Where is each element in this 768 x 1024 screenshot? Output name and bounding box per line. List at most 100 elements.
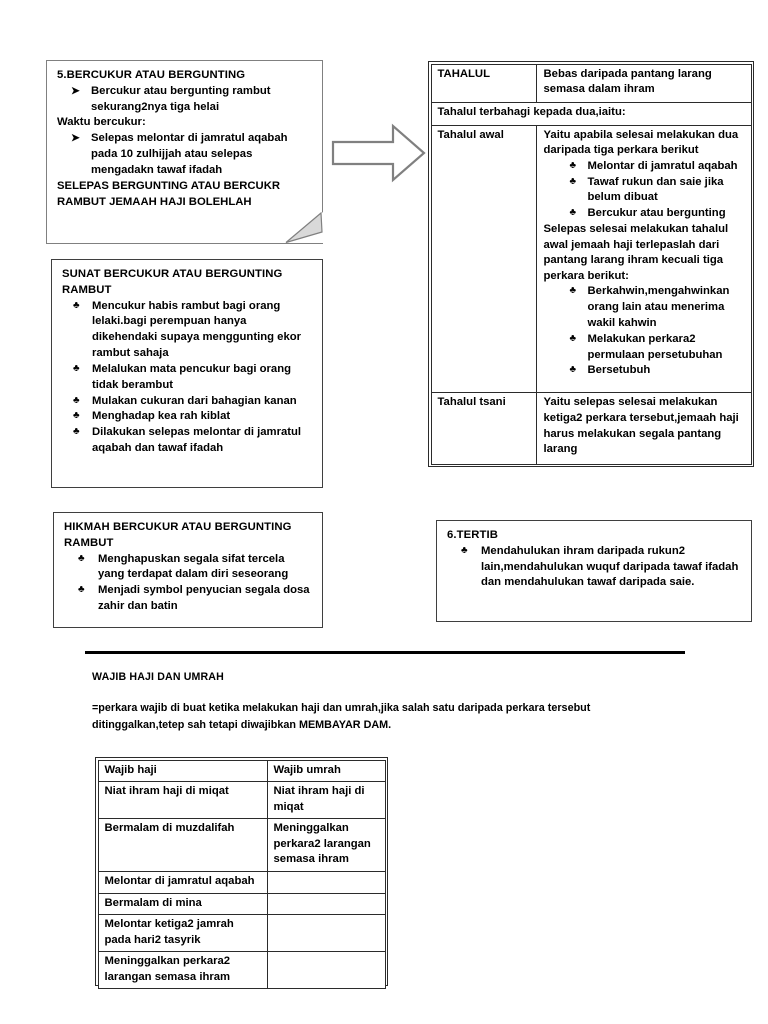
list-item-label: Mendahulukan ihram daripada rukun2 lain,…: [481, 544, 739, 589]
list-item-label: Melalukan mata pencukur bagi orang tidak…: [92, 362, 291, 391]
folded-corner-icon: [285, 212, 323, 244]
list-item: ♣ Menjadi symbol penyucian segala dosa z…: [64, 583, 312, 615]
table-cell-haji: Meninggalkan perkara2 larangan semasa ih…: [97, 951, 268, 990]
club-bullet-icon: ♣: [73, 394, 80, 406]
wajib-table: Wajib haji Wajib umrah Niat ihram haji d…: [97, 759, 386, 990]
list-item: ♣ Dilakukan selepas melontar di jamratul…: [62, 425, 312, 457]
shaving-bullets-secondary: ➤ Selepas melontar di jamratul aqabah pa…: [57, 131, 312, 178]
list-item-label: Menghapuskan segala sifat tercela yang t…: [98, 552, 289, 581]
shaving-footer-line-1: SELEPAS BERGUNTING ATAU BERCUKR: [57, 179, 281, 192]
tahalul-awal-bullets: ♣ Melontar di jamratul aqabah ♣ Tawaf ru…: [544, 159, 746, 222]
table-row: Meninggalkan perkara2 larangan semasa ih…: [97, 951, 386, 990]
list-item-label: Dilakukan selepas melontar di jamratul a…: [92, 426, 302, 454]
tertib-heading: 6.TERTIB: [447, 529, 499, 541]
shaving-note-box: 5.BERCUKUR ATAU BERGUNTING ➤ Bercukur at…: [46, 60, 323, 244]
list-item: ♣ Tawaf rukun dan saie jika belum dibuat: [544, 175, 746, 207]
sunat-heading-line-2: RAMBUT: [62, 283, 112, 296]
list-item-label: Melontar di jamratul aqabah: [587, 159, 738, 172]
table-cell-label: TAHALUL: [430, 63, 537, 104]
table-row: Tahalul terbahagi kepada dua,iaitu:: [430, 102, 752, 126]
table-row: Bermalam di mina: [97, 892, 386, 916]
list-item-label: Mencukur habis rambut bagi orang lelaki.…: [92, 299, 302, 360]
table-row: Bermalam di muzdalifah Meninggalkan perk…: [97, 818, 386, 872]
tahalul-awal-note: Selepas selesai melakukan tahalul awal j…: [543, 222, 729, 282]
wajib-paragraph-line-2: ditinggalkan,tetep sah tetapi diwajibkan…: [92, 718, 392, 731]
table-cell-umrah: [266, 892, 386, 916]
sunat-box: SUNAT BERCUKUR ATAU BERGUNTING RAMBUT ♣ …: [51, 259, 323, 488]
club-bullet-icon: ♣: [569, 175, 577, 187]
table-row: Niat ihram haji di miqat Niat ihram haji…: [97, 781, 386, 820]
list-item-label: Tawaf rukun dan saie jika belum dibuat: [587, 175, 724, 204]
list-item-label: Melakukan perkara2 permulaan persetubuha…: [587, 332, 723, 361]
table-row: TAHALUL Bebas daripada pantang larang se…: [430, 63, 752, 104]
list-item-label: Bercukur atau bergunting rambut sekurang…: [91, 84, 271, 113]
wajib-paragraph-line-1: =perkara wajib di buat ketika melakukan …: [92, 702, 591, 714]
tertib-bullets: ♣ Mendahulukan ihram daripada rukun2 lai…: [447, 544, 741, 591]
list-item-label: Bersetubuh: [587, 364, 651, 377]
list-item: ♣ Melakukan perkara2 permulaan persetubu…: [544, 332, 746, 364]
list-item-label: Berkahwin,mengahwinkan orang lain atau m…: [587, 285, 730, 329]
table-row: Melontar di jamratul aqabah: [97, 870, 386, 894]
table-cell-text: Yaitu apabila selesai melakukan dua dari…: [535, 124, 752, 394]
list-item: ♣ Bersetubuh: [544, 363, 746, 379]
wajib-section-title: WAJIB HAJI DAN UMRAH: [92, 671, 224, 683]
club-bullet-icon: ♣: [73, 426, 80, 438]
list-item: ♣ Bercukur atau bergunting: [544, 206, 746, 222]
club-bullet-icon: ♣: [569, 207, 577, 219]
list-item-label: Selepas melontar di jamratul aqabah pada…: [91, 132, 288, 176]
column-header-wajib-umrah: Wajib umrah: [266, 759, 386, 783]
list-item-label: Menghadap kea rah kiblat: [92, 410, 231, 423]
table-row: Tahalul tsani Yaitu selepas selesai mela…: [430, 392, 752, 465]
list-item-label: Menjadi symbol penyucian segala dosa zah…: [98, 584, 310, 613]
sunat-bullets: ♣ Mencukur habis rambut bagi orang lelak…: [62, 299, 312, 457]
club-bullet-icon: ♣: [73, 410, 80, 422]
table-cell-umrah: [266, 870, 386, 894]
list-item: ♣ Mulakan cukuran dari bahagian kanan: [62, 394, 312, 410]
list-item: ♣ Menghapuskan segala sifat tercela yang…: [64, 552, 312, 584]
club-bullet-icon: ♣: [569, 159, 577, 171]
tahalul-awal-intro: Yaitu apabila selesai melakukan dua dari…: [543, 128, 739, 157]
table-cell-haji: Melontar ketiga2 jamrah pada hari2 tasyr…: [97, 914, 268, 953]
hikmah-box: HIKMAH BERCUKUR ATAU BERGUNTING RAMBUT ♣…: [53, 512, 323, 628]
table-row: Tahalul awal Yaitu apabila selesai melak…: [430, 124, 752, 394]
club-bullet-icon: ♣: [569, 332, 577, 344]
arrow-bullet-icon: ➤: [71, 84, 80, 97]
list-item-label: Bercukur atau bergunting: [587, 207, 726, 220]
table-cell-umrah: [266, 951, 386, 990]
table-header-row: Wajib haji Wajib umrah: [97, 759, 386, 783]
hikmah-heading-line-1: HIKMAH BERCUKUR ATAU BERGUNTING: [64, 521, 292, 533]
list-item: ♣ Melalukan mata pencukur bagi orang tid…: [62, 362, 312, 394]
wajib-section-paragraph: =perkara wajib di buat ketika melakukan …: [92, 700, 702, 733]
table-cell-label: Tahalul tsani: [430, 392, 537, 465]
table-cell-umrah: Meninggalkan perkara2 larangan semasa ih…: [266, 818, 386, 872]
shaving-footer-line-2: RAMBUT JEMAAH HAJI BOLEHLAH: [57, 195, 252, 208]
hikmah-heading-line-2: RAMBUT: [64, 536, 114, 549]
list-item: ➤ Selepas melontar di jamratul aqabah pa…: [57, 131, 312, 178]
table-cell-haji: Bermalam di muzdalifah: [97, 818, 268, 872]
club-bullet-icon: ♣: [73, 362, 80, 374]
table-cell-text: Bebas daripada pantang larang semasa dal…: [535, 63, 752, 104]
list-item: ♣ Melontar di jamratul aqabah: [544, 159, 746, 175]
club-bullet-icon: ♣: [73, 299, 80, 311]
right-arrow-icon: [331, 123, 426, 183]
section-divider: [85, 651, 685, 654]
list-item-label: Mulakan cukuran dari bahagian kanan: [92, 394, 297, 407]
shaving-subheading: Waktu bercukur:: [57, 116, 146, 129]
table-row: Melontar ketiga2 jamrah pada hari2 tasyr…: [97, 914, 386, 953]
table-cell-haji: Niat ihram haji di miqat: [97, 781, 268, 820]
sunat-heading-line-1: SUNAT BERCUKUR ATAU BERGUNTING: [62, 268, 283, 280]
table-cell-text: Yaitu selepas selesai melakukan ketiga2 …: [535, 392, 752, 465]
table-cell-span: Tahalul terbahagi kepada dua,iaitu:: [430, 102, 752, 126]
list-item: ♣ Menghadap kea rah kiblat: [62, 409, 312, 425]
wajib-table-wrapper: Wajib haji Wajib umrah Niat ihram haji d…: [95, 757, 388, 990]
tahalul-awal-prohibitions: ♣ Berkahwin,mengahwinkan orang lain atau…: [544, 284, 746, 379]
tahalul-table: TAHALUL Bebas daripada pantang larang se…: [430, 63, 752, 465]
club-bullet-icon: ♣: [569, 364, 577, 376]
list-item: ♣ Mencukur habis rambut bagi orang lelak…: [62, 299, 312, 362]
tertib-box: 6.TERTIB ♣ Mendahulukan ihram daripada r…: [436, 520, 752, 622]
list-item: ♣ Mendahulukan ihram daripada rukun2 lai…: [447, 544, 741, 591]
club-bullet-icon: ♣: [78, 584, 85, 596]
table-cell-umrah: [266, 914, 386, 953]
table-cell-haji: Melontar di jamratul aqabah: [97, 870, 268, 894]
table-cell-label: Tahalul awal: [430, 124, 537, 394]
